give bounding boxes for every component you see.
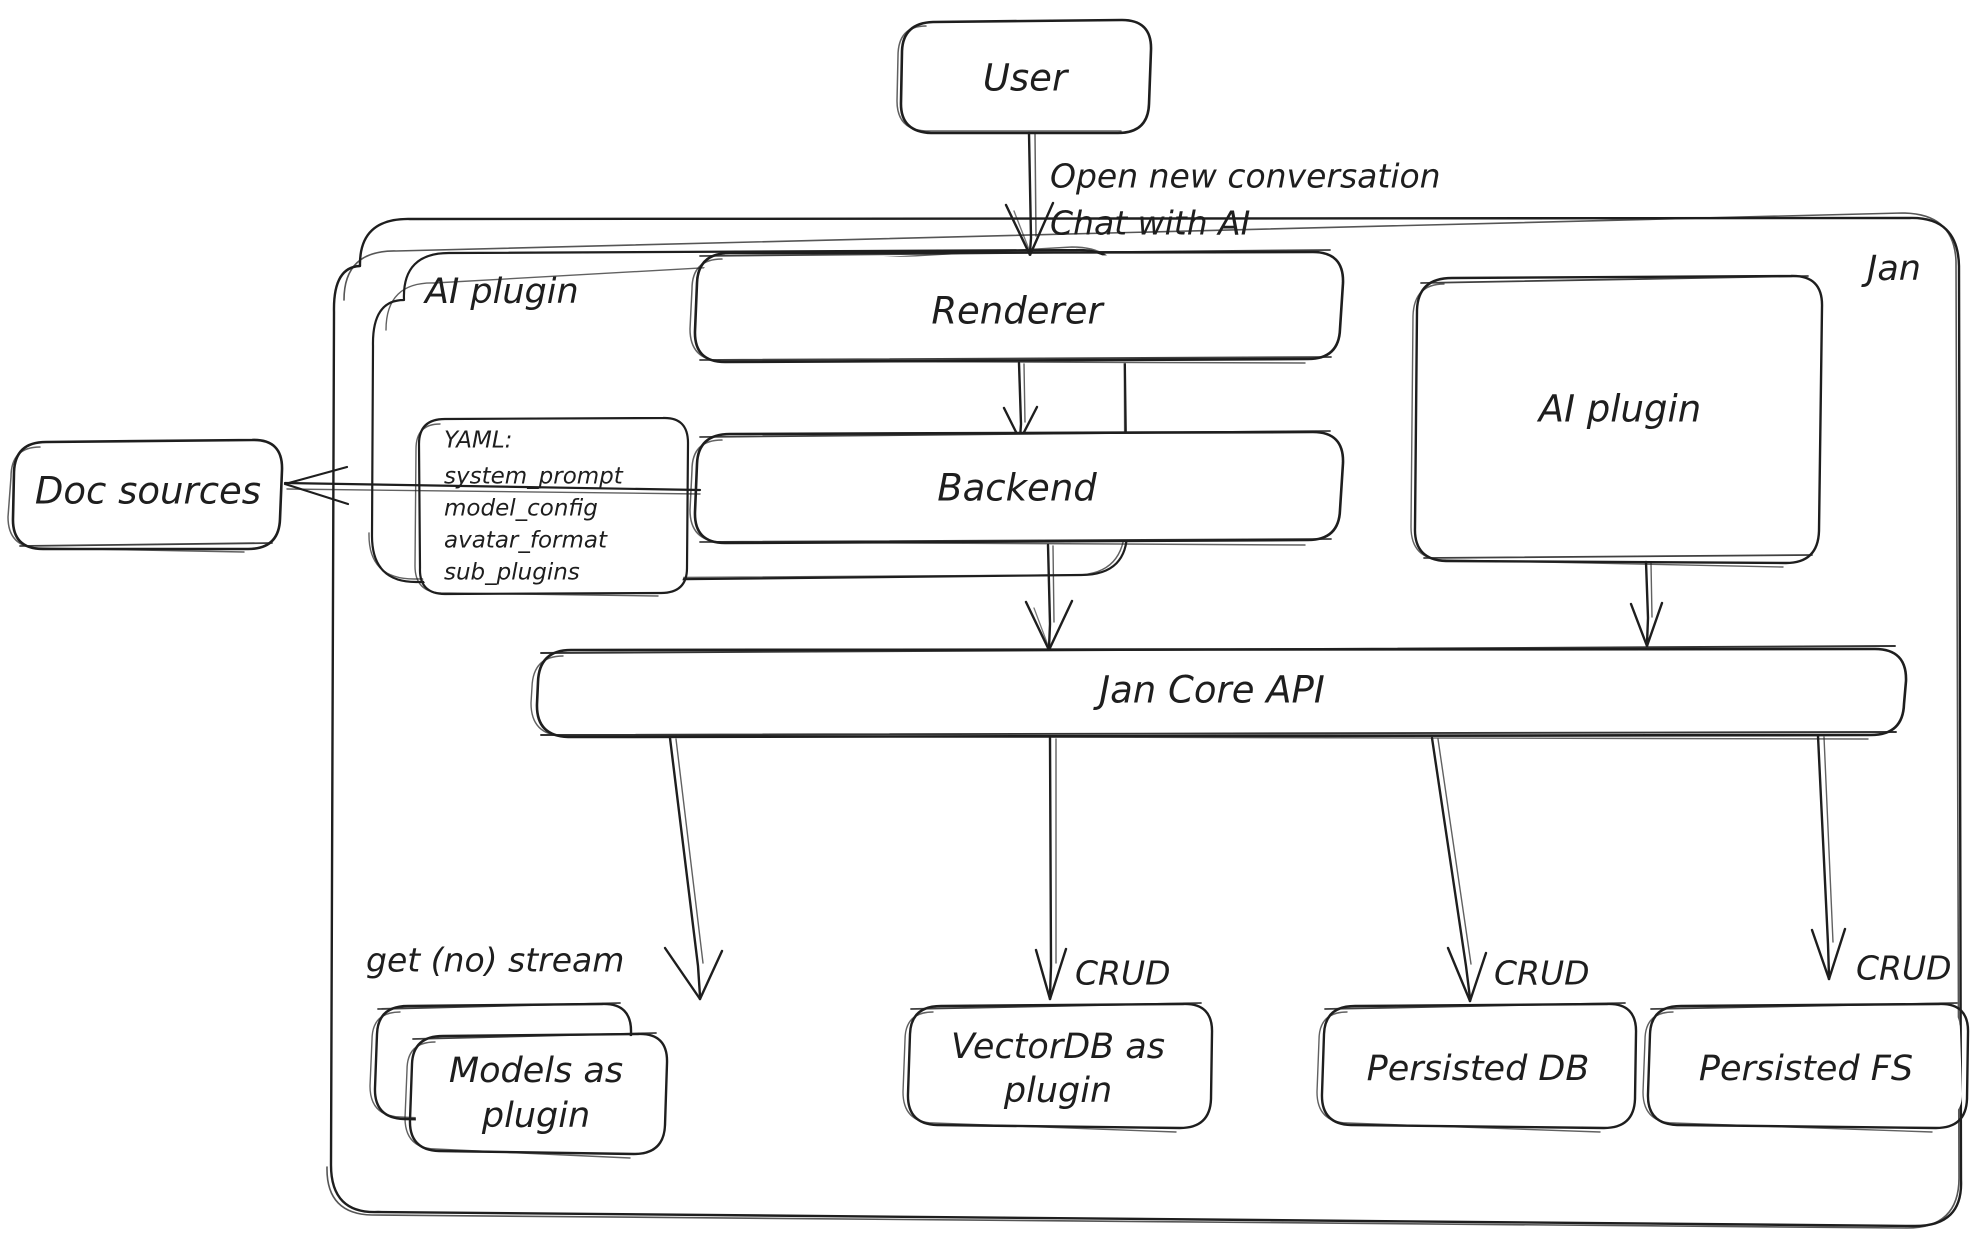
yaml-card[interactable] (414, 416, 690, 597)
persisted-fs-box[interactable] (1642, 1002, 1970, 1133)
edge-core-to-models-label: get (no) stream (366, 941, 624, 980)
vectordb-plugin-label-1: VectorDB as (951, 1027, 1165, 1067)
yaml-card-header: YAML: (444, 428, 512, 454)
edge-core-to-models (663, 736, 724, 1001)
user-box[interactable] (896, 18, 1153, 135)
ai-plugin-box[interactable] (1410, 274, 1824, 568)
vectordb-plugin-label-2: plugin (1003, 1071, 1112, 1111)
edge-ai-plugin-to-core (1629, 560, 1664, 648)
edge-user-to-renderer-label-2: Chat with AI (1050, 204, 1250, 243)
edge-core-to-vectordb (1034, 736, 1068, 1001)
ai-plugin-group[interactable] (368, 246, 1129, 584)
models-plugin-label-1: Models as (449, 1051, 623, 1091)
models-plugin-label-2: plugin (481, 1096, 590, 1136)
models-plugin-box[interactable] (404, 1032, 669, 1159)
renderer-box-label: Renderer (931, 290, 1105, 333)
persisted-fs-label: Persisted FS (1699, 1049, 1913, 1089)
edge-core-to-persisted-fs (1810, 734, 1847, 981)
edge-core-to-vectordb-label: CRUD (1075, 954, 1171, 993)
edge-user-to-renderer (1004, 131, 1055, 257)
edge-backend-to-doc-sources (283, 465, 702, 506)
ai-plugin-group-label: AI plugin (423, 272, 579, 312)
edge-core-to-persisted-fs-label: CRUD (1856, 949, 1952, 988)
backend-box-label: Backend (937, 467, 1097, 510)
jan-core-api-box-label: Jan Core API (1092, 669, 1325, 712)
ai-plugin-box-label: AI plugin (1537, 388, 1701, 431)
vectordb-plugin-box[interactable] (902, 1002, 1214, 1133)
edge-core-to-persisted-db-label: CRUD (1494, 954, 1590, 993)
jan-core-api-box[interactable] (530, 645, 1908, 740)
edge-user-to-renderer-label-1: Open new conversation (1050, 157, 1441, 196)
yaml-card-key-3: sub_plugins (444, 560, 580, 586)
jan-container[interactable] (326, 212, 1963, 1229)
doc-sources-box[interactable] (7, 438, 284, 553)
yaml-card-key-1: model_config (444, 496, 598, 522)
user-box-label: User (983, 57, 1070, 100)
renderer-box[interactable] (689, 249, 1345, 366)
persisted-db-box[interactable] (1316, 1002, 1638, 1133)
doc-sources-box-label: Doc sources (35, 470, 261, 513)
persisted-db-label: Persisted DB (1367, 1049, 1590, 1089)
backend-box[interactable] (689, 430, 1345, 546)
jan-container-label: Jan (1861, 249, 1921, 289)
edge-backend-to-core (1024, 543, 1074, 652)
edge-renderer-to-backend (1002, 361, 1039, 442)
edge-core-to-persisted-db (1430, 736, 1488, 1003)
yaml-card-key-2: avatar_format (444, 528, 608, 554)
